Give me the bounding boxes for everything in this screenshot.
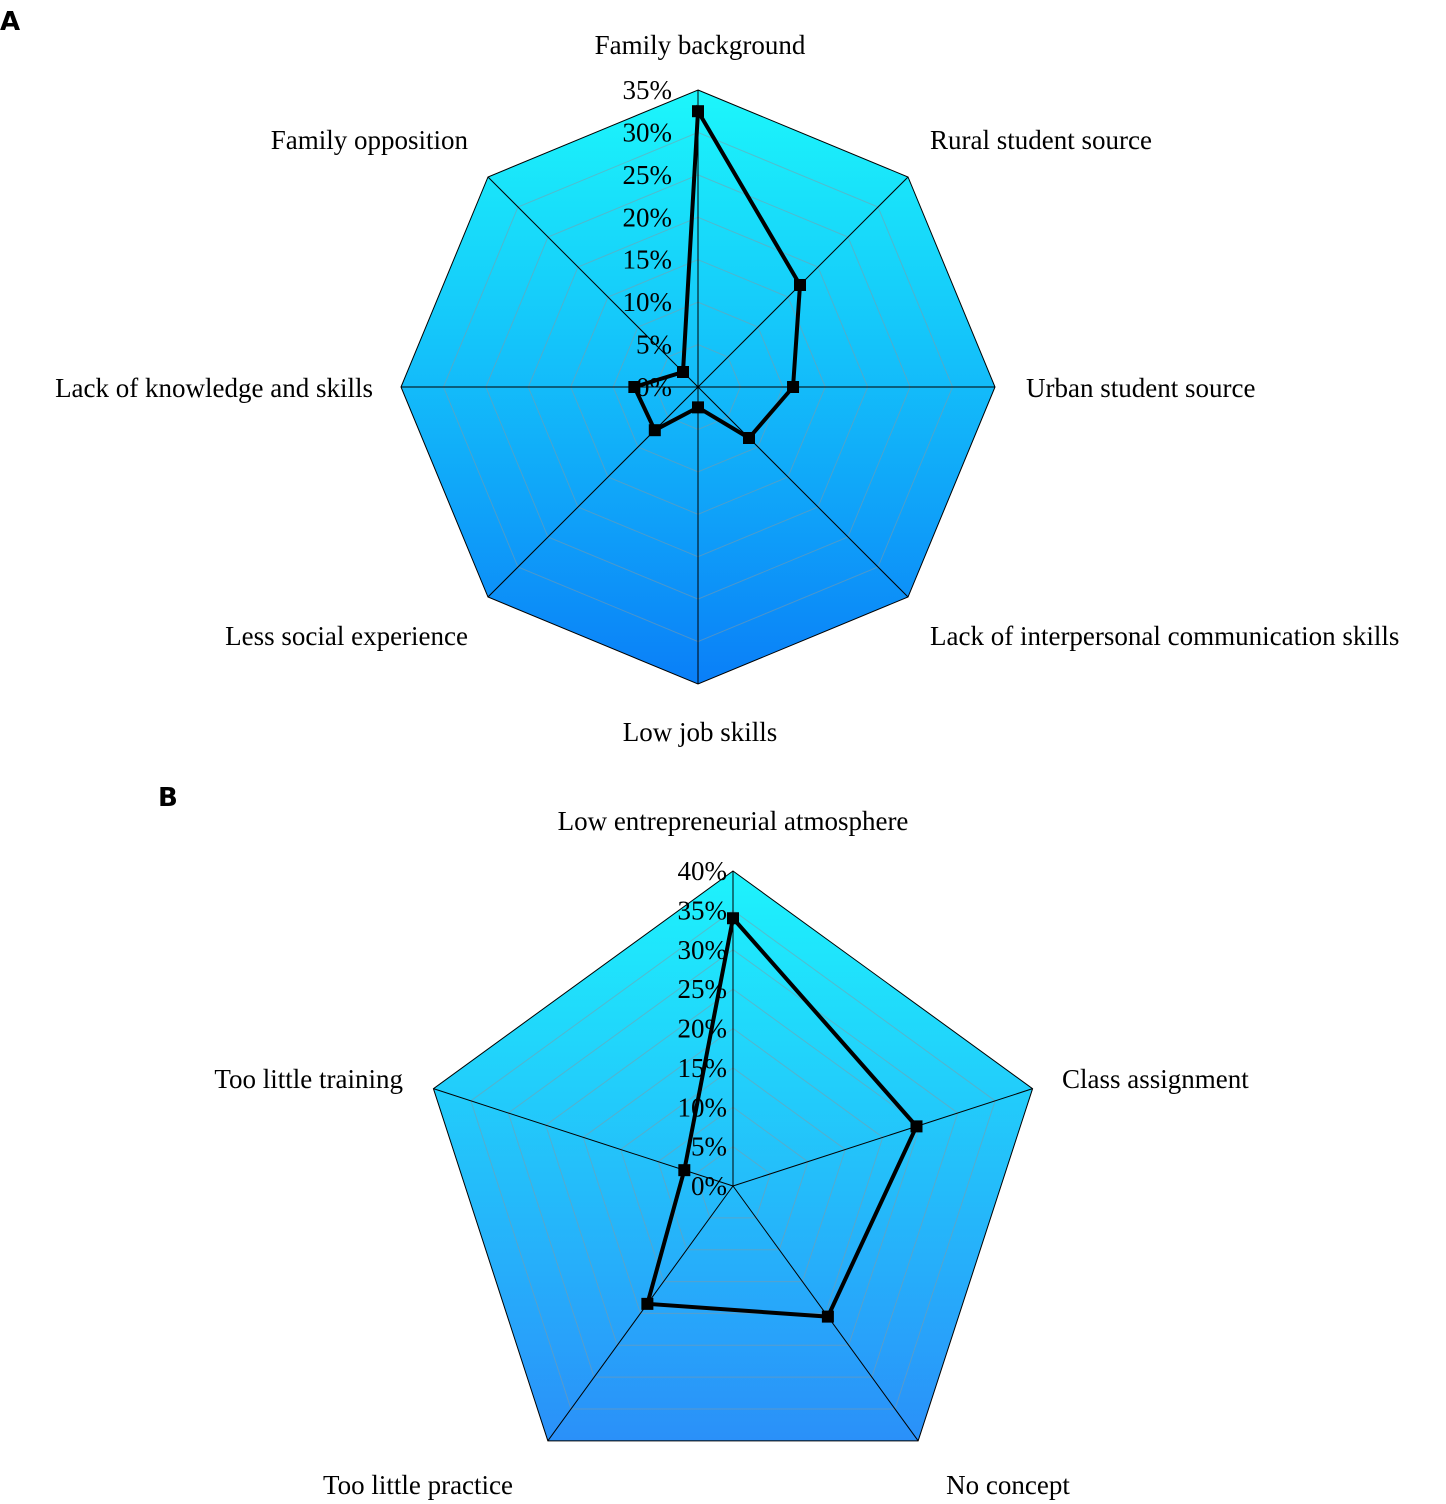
radar-chart-b: B 0%5%10%15%20%25%30%35%40%Low entrepren… [158,783,1249,1500]
category-label-lack-of-interpersonal-communication-skills: Lack of interpersonal communication skil… [930,621,1399,651]
tick-label: 5% [691,1132,727,1162]
data-point-low-entrepreneurial-atmosphere [727,912,739,925]
category-label-less-social-experience: Less social experience [225,621,468,651]
radar-frame-b [432,870,1034,1442]
tick-label: 35% [678,895,728,925]
data-point-lack-of-interpersonal-communication-skills [743,432,755,444]
spoke [697,386,909,598]
panel-letter-b: B [158,783,178,813]
grid-ring [694,1146,772,1219]
grid-ring [545,988,921,1346]
category-label-too-little-training: Too little training [214,1064,403,1094]
grid-ring [507,949,959,1378]
tick-label: 10% [623,287,673,317]
data-point-lack-of-knowledge-and-skills [628,381,641,393]
grid-ring [657,1106,809,1251]
grid-ring [470,909,996,1410]
tick-label: 0% [691,1171,727,1201]
tick-label: 40% [678,856,728,886]
spoke [487,386,699,598]
data-point-no-concept [821,1310,834,1323]
grid-ring [582,1027,884,1314]
category-label-too-little-practice: Too little practice [323,1470,513,1500]
radar-chart-a: A 0%5%10%15%20%25%30%35%Family backgroun… [0,7,1399,747]
category-label-rural-student-source: Rural student source [930,125,1152,155]
tick-label: 15% [623,245,673,275]
data-point-too-little-training [678,1164,691,1177]
data-point-too-little-practice [641,1297,654,1310]
data-point-family-opposition [677,366,689,378]
tick-label: 35% [623,75,673,105]
spoke [487,176,699,388]
spoke [547,1185,734,1442]
category-label-family-background: Family background [595,30,806,60]
panel-letter-a: A [0,7,20,37]
tick-label: 30% [623,117,673,147]
category-label-low-job-skills: Low job skills [623,717,778,747]
category-label-urban-student-source: Urban student source [1026,373,1255,403]
category-label-no-concept: No concept [946,1470,1070,1500]
data-point-less-social-experience [648,424,661,437]
data-point-class-assignment [910,1120,923,1133]
spoke [732,1088,1033,1187]
tick-label: 5% [636,330,672,360]
category-label-lack-of-knowledge-and-skills: Lack of knowledge and skills [55,373,373,403]
category-label-class-assignment: Class assignment [1062,1064,1249,1094]
data-point-urban-student-source [787,381,800,393]
tick-label: 30% [678,935,728,965]
category-label-low-entrepreneurial-atmosphere: Low entrepreneurial atmosphere [558,806,909,836]
series-line-b [644,913,919,1319]
data-point-family-background [692,105,704,118]
grid-ring [620,1067,846,1283]
tick-label: 20% [678,1014,728,1044]
tick-label: 25% [623,160,673,190]
tick-label: 10% [678,1092,728,1122]
data-point-rural-student-source [794,278,807,291]
category-label-family-opposition: Family opposition [271,125,469,155]
tick-label: 20% [623,202,673,232]
data-point-low-job-skills [692,401,704,414]
